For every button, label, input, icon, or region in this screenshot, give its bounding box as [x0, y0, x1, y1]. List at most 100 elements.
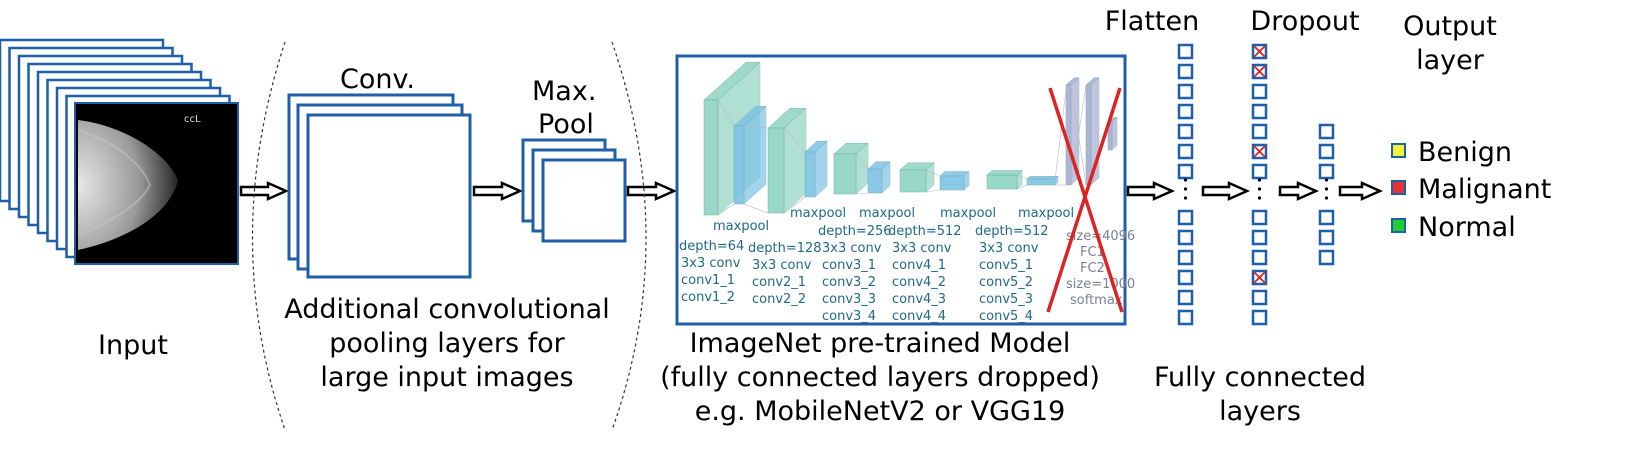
vgg-connection-line [925, 189, 941, 193]
normal-label: Normal [1418, 212, 1516, 243]
ellipsis-dot [1324, 196, 1329, 200]
vgg-b1-conv: 3x3 conv [681, 256, 741, 271]
ellipsis-dot [1183, 187, 1188, 191]
additional-line-2: pooling layers for [329, 328, 565, 359]
fully-connected-line-1: Fully connected [1154, 362, 1366, 393]
flatten-column [1177, 43, 1194, 326]
benign-label: Benign [1418, 137, 1512, 168]
vgg-connection-line [743, 203, 769, 214]
neuron [1318, 229, 1335, 246]
conv5-block [986, 169, 1023, 190]
neuron [1318, 143, 1335, 160]
vgg-fc-softmax: softmax [1070, 293, 1123, 308]
vgg-b3-l1: conv3_1 [822, 258, 876, 273]
vgg-connection-line [743, 125, 769, 129]
vgg-b3-l4: conv3_4 [822, 309, 876, 324]
cuboid-front [733, 125, 745, 205]
dropped-neuron-cross [1253, 145, 1266, 158]
vgg-connection-line [1054, 89, 1067, 181]
bracket-right [611, 41, 647, 431]
vgg-b4-depth: depth=512 [888, 224, 962, 239]
conv-label: Conv. [340, 64, 415, 95]
neuron [1318, 209, 1335, 226]
vgg-fc-text: size=4096 FC1 FC2 size=1000 softmax [1066, 229, 1135, 308]
vgg-connection-line [925, 169, 941, 177]
neuron [1251, 289, 1268, 306]
cuboid-front [899, 169, 927, 193]
flow-arrow [1278, 181, 1320, 201]
dropped-fc-cross-a [1048, 87, 1124, 313]
flow-arrow [472, 181, 524, 201]
pool4-block [939, 170, 970, 191]
flow-arrows [239, 181, 1384, 201]
conv3-block [833, 142, 869, 195]
vgg-fc-size1: size=4096 [1066, 229, 1135, 244]
cuboid-front [1026, 178, 1056, 186]
vgg-b5-l3: conv5_3 [979, 292, 1033, 307]
vgg-connection-line [783, 127, 806, 153]
dense-column [1318, 123, 1335, 266]
neuron [1251, 103, 1268, 120]
neuron [1177, 309, 1194, 326]
conv2-block [767, 107, 807, 214]
cuboid-front [833, 153, 857, 195]
imagenet-line-1: ImageNet pre-trained Model [690, 328, 1071, 359]
pool3-block [867, 161, 891, 194]
dropped-neuron-cross [1253, 65, 1266, 78]
pool-label: Pool [538, 109, 594, 140]
maxpool-label-4: maxpool [940, 206, 996, 221]
vgg-fc-fc1: FC1 [1080, 245, 1105, 260]
neuron [1251, 83, 1268, 100]
neuron [1251, 123, 1268, 140]
normal-marker [1391, 218, 1406, 233]
additional-line-3: large input images [320, 362, 573, 393]
cuboid-front [939, 175, 965, 191]
imagenet-line-2: (fully connected layers dropped) [660, 362, 1100, 393]
benign-marker [1391, 143, 1406, 158]
dropout-column [1251, 43, 1268, 326]
cuboid-front [767, 127, 785, 214]
dropped-fc-cross-b [1046, 87, 1122, 313]
vgg-b2-l1: conv2_1 [752, 275, 806, 290]
vgg-b5-l1: conv5_1 [979, 258, 1033, 273]
vgg-b3-l2: conv3_2 [822, 275, 876, 290]
vgg-b5-l2: conv5_2 [979, 275, 1033, 290]
vgg-fc-size2: size=1000 [1066, 277, 1135, 292]
vgg-layer-blocks [703, 61, 1118, 216]
dropout-label: Dropout [1250, 6, 1359, 37]
dropped-neuron-cross [1253, 271, 1266, 284]
flow-arrow [1338, 181, 1384, 201]
vgg-connection-line [783, 196, 806, 214]
neuron [1251, 309, 1268, 326]
bracket-left [251, 41, 286, 431]
neuron [1177, 103, 1194, 120]
vgg-b1-depth: depth=64 [679, 239, 744, 254]
vgg-connection-line [1070, 84, 1087, 186]
vgg-b2-l2: conv2_2 [752, 292, 806, 307]
cuboid-top [1026, 176, 1059, 180]
vgg-connection-line [717, 203, 735, 216]
cuboid-side [1111, 116, 1118, 151]
neuron [1318, 123, 1335, 140]
ellipsis-dot [1183, 196, 1188, 200]
flow-arrow [1126, 181, 1176, 201]
vgg-b5-l4: conv5_4 [979, 309, 1033, 324]
output-layer-line-1: Output [1403, 11, 1497, 42]
neuron [1251, 249, 1268, 266]
vgg-b2-depth: depth=128 [748, 241, 822, 256]
vgg-block3-text: depth=256 3x3 conv conv3_1 conv3_2 conv3… [818, 224, 892, 324]
vgg-b3-conv: 3x3 conv [822, 241, 882, 256]
neuron [1251, 209, 1268, 226]
neuron [1177, 209, 1194, 226]
neuron [1177, 143, 1194, 160]
vgg-b4-l1: conv4_1 [892, 258, 946, 273]
flow-arrow [239, 181, 290, 201]
malignant-label: Malignant [1418, 174, 1551, 205]
flatten-label: Flatten [1105, 6, 1199, 37]
vgg-connection-line [717, 99, 735, 127]
vgg-fc-fc2: FC2 [1080, 261, 1105, 276]
vgg-b1-l2: conv1_2 [681, 290, 735, 305]
additional-line-1: Additional convolutional [284, 294, 609, 325]
vgg-connection-line [855, 192, 869, 195]
